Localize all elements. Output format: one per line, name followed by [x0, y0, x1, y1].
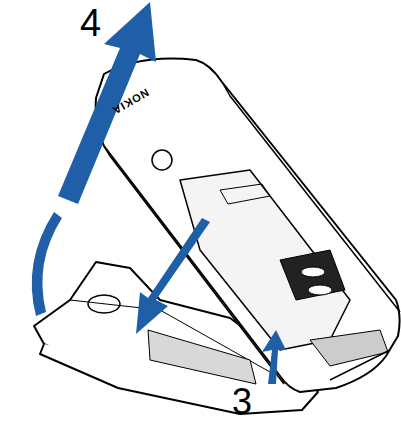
- callout-number: 3: [232, 384, 252, 420]
- callout-number: 4: [80, 4, 101, 42]
